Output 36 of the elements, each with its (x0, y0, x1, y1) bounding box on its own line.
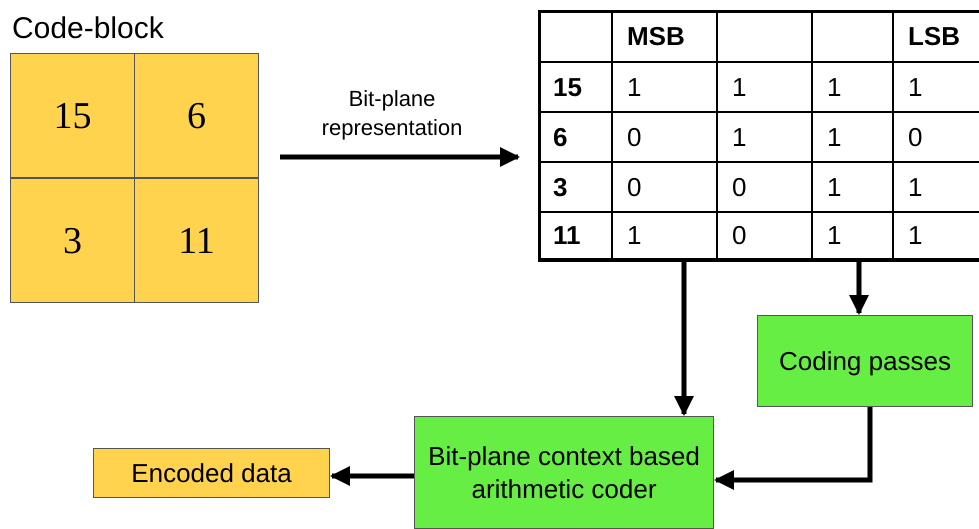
table-cell: 1 (717, 62, 812, 112)
header-cell: LSB (893, 10, 979, 62)
grid-cell: 3 (10, 178, 135, 303)
header-cell: 11 (538, 212, 612, 259)
table-cell: 1 (893, 62, 979, 112)
table-cell: 1 (717, 112, 812, 162)
table-cell: 1 (612, 212, 717, 259)
table-cell: 0 (612, 112, 717, 162)
output-box: Encoded data (93, 448, 330, 498)
header-cell: 15 (538, 62, 612, 112)
process-box: Bit-plane context based arithmetic coder (414, 416, 714, 529)
header-cell: 3 (538, 162, 612, 212)
table-cell: 1 (812, 62, 893, 112)
grid-cell: 15 (10, 53, 135, 178)
table-cell: 1 (812, 112, 893, 162)
table-cell: 0 (612, 162, 717, 212)
arrow (674, 262, 694, 416)
process-box: Coding passes (757, 315, 973, 407)
header-cell: MSB (612, 10, 717, 62)
table-cell: 1 (812, 212, 893, 259)
grid-cell: 11 (134, 178, 259, 303)
table-cell: 0 (717, 162, 812, 212)
table-cell: 0 (717, 212, 812, 259)
arrow (714, 407, 872, 490)
table-cell: 0 (893, 112, 979, 162)
table-cell: 1 (612, 62, 717, 112)
header-cell: 6 (538, 112, 612, 162)
arrow (330, 466, 414, 486)
arrow (849, 262, 869, 315)
table-cell: 1 (893, 212, 979, 259)
bit-plane-table (538, 10, 979, 262)
table-cell: 1 (812, 162, 893, 212)
grid-cell: 6 (134, 53, 259, 178)
table-cell: 1 (893, 162, 979, 212)
heading: Code-block (12, 12, 164, 46)
arrow (280, 147, 520, 167)
